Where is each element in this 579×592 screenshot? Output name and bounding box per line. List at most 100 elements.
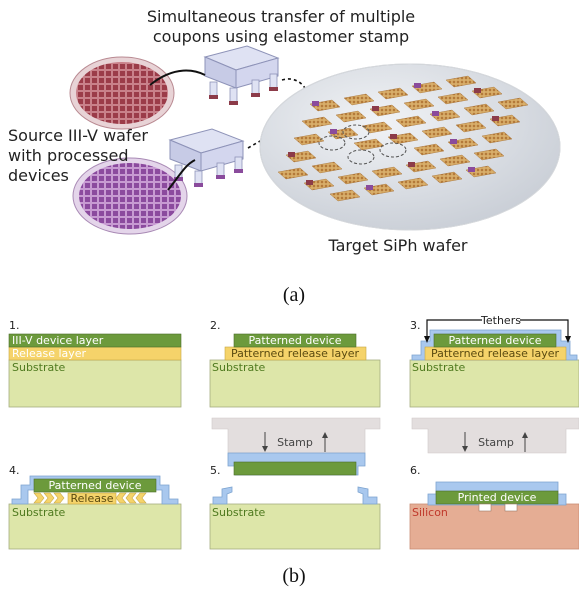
step-number: 3. xyxy=(410,319,421,332)
empty-site-4 xyxy=(379,142,407,158)
patterned-device xyxy=(433,333,557,348)
target-chip xyxy=(437,92,469,105)
stamp-step-5: Stamp xyxy=(211,417,381,454)
step-1: 1. III-V device layer Release layer Subs… xyxy=(8,319,182,408)
source-wafer-purple xyxy=(72,157,188,235)
substrate xyxy=(209,503,381,550)
tether-bracket-right xyxy=(520,319,569,338)
step-6: 6. Printed device Silicon xyxy=(409,464,579,550)
printed-coupon xyxy=(312,101,319,106)
target-chip xyxy=(371,166,403,179)
target-wafer xyxy=(259,63,561,231)
substrate-label: Substrate xyxy=(212,506,266,519)
silicon-label: Silicon xyxy=(412,506,448,519)
caption-a: (a) xyxy=(283,284,305,306)
step-2: 2. Patterned device Patterned release la… xyxy=(209,319,381,408)
step-4: 4. Patterned device Release Substrate xyxy=(8,464,182,550)
target-chip xyxy=(377,87,409,100)
release-label: Release xyxy=(71,492,114,505)
stamp-step-6: Stamp xyxy=(411,417,579,454)
patterned-device-label: Patterned device xyxy=(249,334,342,347)
patterned-release-label: Patterned release layer xyxy=(231,347,360,360)
target-chip xyxy=(329,189,361,202)
printed-device xyxy=(435,490,559,505)
printed-coupon xyxy=(450,139,457,144)
transfer-caption-line1: Simultaneous transfer of multiple xyxy=(147,7,415,26)
step-number: 2. xyxy=(210,319,221,332)
target-chip xyxy=(497,97,529,110)
patterned-release-label: Patterned release layer xyxy=(431,347,560,360)
printed-coupon xyxy=(408,162,415,167)
printed-coupon xyxy=(366,185,373,190)
printed-coupon xyxy=(330,129,337,134)
patterned-device xyxy=(233,333,357,348)
printed-coupon xyxy=(474,88,481,93)
broken-tether-right xyxy=(357,486,378,505)
substrate xyxy=(8,359,182,408)
target-chip xyxy=(413,143,445,156)
tethers-label: Tethers xyxy=(480,314,521,327)
release-layer-label: Release layer xyxy=(12,347,87,360)
step-number: 6. xyxy=(410,464,421,477)
target-chip xyxy=(293,133,325,146)
substrate-label: Substrate xyxy=(412,361,466,374)
target-chip xyxy=(455,120,487,133)
transfer-caption-line2: coupons using elastomer stamp xyxy=(153,27,409,46)
tether-bracket-left xyxy=(426,319,482,338)
elastomer-stamp-upper xyxy=(203,45,280,105)
stamp-label: Stamp xyxy=(277,436,313,449)
patterned-device xyxy=(33,478,157,493)
patterned-device-label: Patterned device xyxy=(449,334,542,347)
target-chip xyxy=(397,177,429,190)
target-chip xyxy=(337,172,369,185)
substrate xyxy=(209,359,381,408)
device-layer xyxy=(8,333,182,348)
target-chip xyxy=(335,110,367,123)
source-caption-line1: Source III-V wafer xyxy=(8,126,148,145)
target-chip xyxy=(421,126,453,139)
substrate xyxy=(8,503,182,550)
source-wafer-red xyxy=(69,56,175,130)
empty-site-1 xyxy=(342,124,370,140)
target-chip xyxy=(445,75,477,88)
arrow-wafer-to-stamp-lower xyxy=(167,159,196,191)
caption-b: (b) xyxy=(282,565,305,587)
printed-coupon xyxy=(432,111,439,116)
printed-coupon xyxy=(288,152,295,157)
panel-b: 1. III-V device layer Release layer Subs… xyxy=(8,314,579,587)
target-chip xyxy=(473,148,505,161)
broken-tether-left xyxy=(212,486,233,505)
substrate-label: Substrate xyxy=(12,361,66,374)
printed-coupon xyxy=(414,83,421,88)
silicon-substrate xyxy=(409,503,579,550)
target-chip xyxy=(481,131,513,144)
target-chip xyxy=(463,103,495,116)
target-chip xyxy=(353,138,385,151)
substrate xyxy=(409,359,579,408)
target-caption: Target SiPh wafer xyxy=(327,236,467,255)
stamp-label: Stamp xyxy=(478,436,514,449)
step-number: 5. xyxy=(210,464,221,477)
target-chip xyxy=(343,93,375,106)
release-etch-chevrons xyxy=(33,492,147,504)
panel-a: Simultaneous transfer of multiple coupon… xyxy=(8,7,561,306)
lifted-device xyxy=(233,461,357,476)
step-5: 5. Substrate xyxy=(209,452,381,550)
printed-device-label: Printed device xyxy=(458,491,537,504)
printed-coupon xyxy=(468,167,475,172)
source-caption-line3: devices xyxy=(8,166,69,185)
printed-coupon xyxy=(372,106,379,111)
target-chip xyxy=(403,98,435,111)
waveguide-trench-1 xyxy=(478,503,492,512)
step-3: 3. Patterned device Patterned release la… xyxy=(409,314,579,408)
target-chip xyxy=(439,154,471,167)
target-chip-array xyxy=(277,75,529,202)
target-chip xyxy=(301,116,333,129)
printed-coupon xyxy=(492,116,499,121)
empty-site-3 xyxy=(347,149,375,165)
arrow-wafer-to-stamp-upper xyxy=(149,69,206,86)
substrate-label: Substrate xyxy=(212,361,266,374)
target-chip xyxy=(277,167,309,180)
empty-site-2 xyxy=(318,135,346,151)
